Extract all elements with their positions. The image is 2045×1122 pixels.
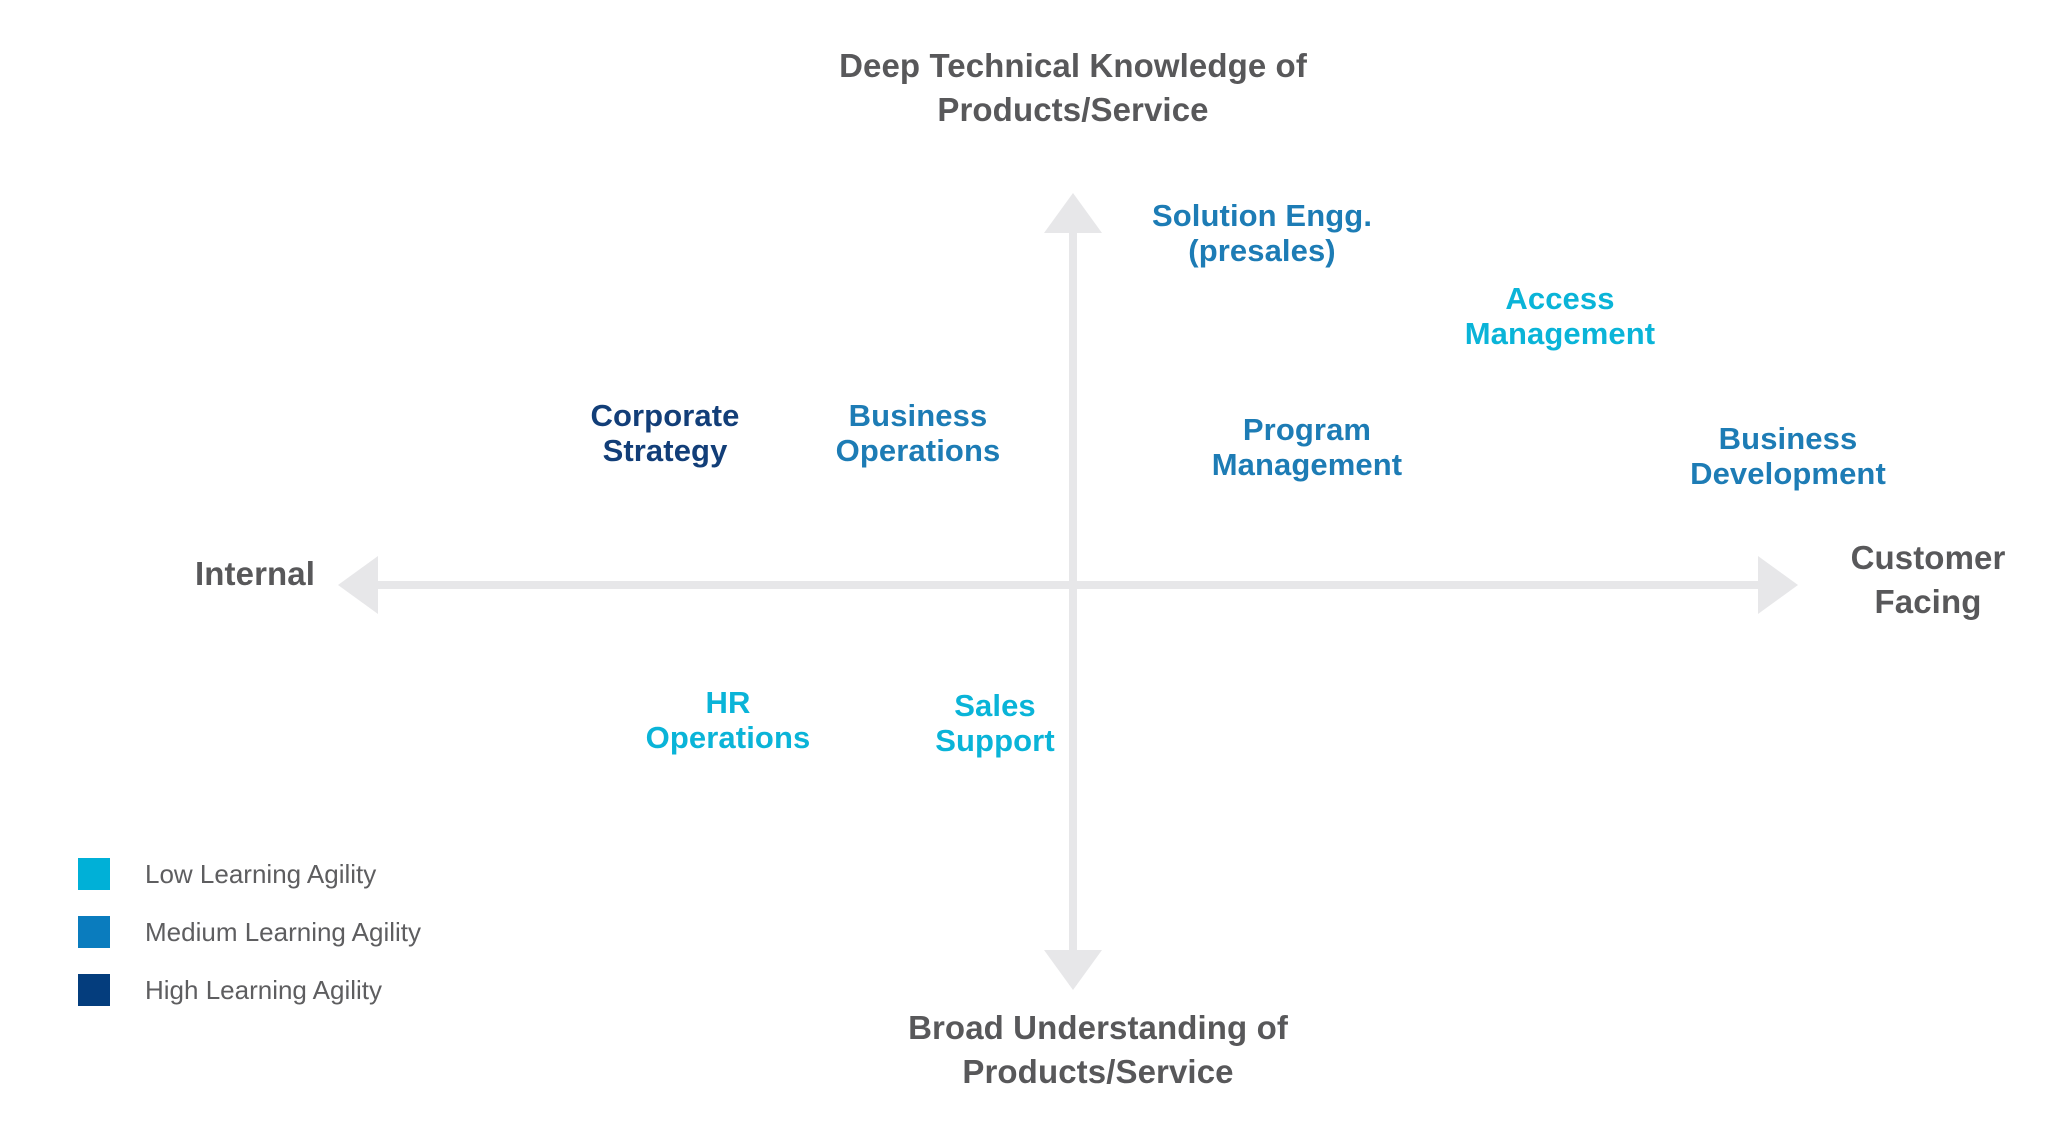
legend-item-medium[interactable]: Medium Learning Agility <box>78 903 421 961</box>
legend-swatch-icon <box>78 858 110 890</box>
axis-label-bottom: Broad Understanding of Products/Service <box>908 1009 1288 1090</box>
axis-label-top: Deep Technical Knowledge of Products/Ser… <box>839 47 1307 128</box>
plot-item-label: Program Management <box>1211 412 1403 483</box>
plot-item-label: Sales Support <box>935 688 1055 759</box>
legend-swatch-icon <box>78 974 110 1006</box>
legend-label: Medium Learning Agility <box>145 917 422 947</box>
axis-label-right: Customer Facing <box>1850 539 2006 620</box>
plot-item-label: Business Operations <box>835 398 1001 469</box>
legend-label: High Learning Agility <box>145 975 383 1005</box>
plot-item-label: HR Operations <box>645 685 811 756</box>
plot-item-label: Business Development <box>1690 421 1886 492</box>
legend-item-low[interactable]: Low Learning Agility <box>78 845 421 903</box>
vertical-axis-line <box>1069 205 1077 985</box>
plot-item-label: Corporate Strategy <box>590 398 740 469</box>
plot-item-label: Solution Engg. (presales) <box>1151 198 1373 269</box>
axis-label-left: Internal <box>195 555 315 592</box>
legend-label: Low Learning Agility <box>145 859 377 889</box>
legend-item-high[interactable]: High Learning Agility <box>78 961 421 1019</box>
arrow-left-icon <box>338 556 378 614</box>
arrow-down-icon <box>1044 950 1102 990</box>
arrow-up-icon <box>1044 193 1102 233</box>
plot-item-label: Access Management <box>1464 281 1656 352</box>
legend-swatch-icon <box>78 916 110 948</box>
arrow-right-icon <box>1758 556 1798 614</box>
